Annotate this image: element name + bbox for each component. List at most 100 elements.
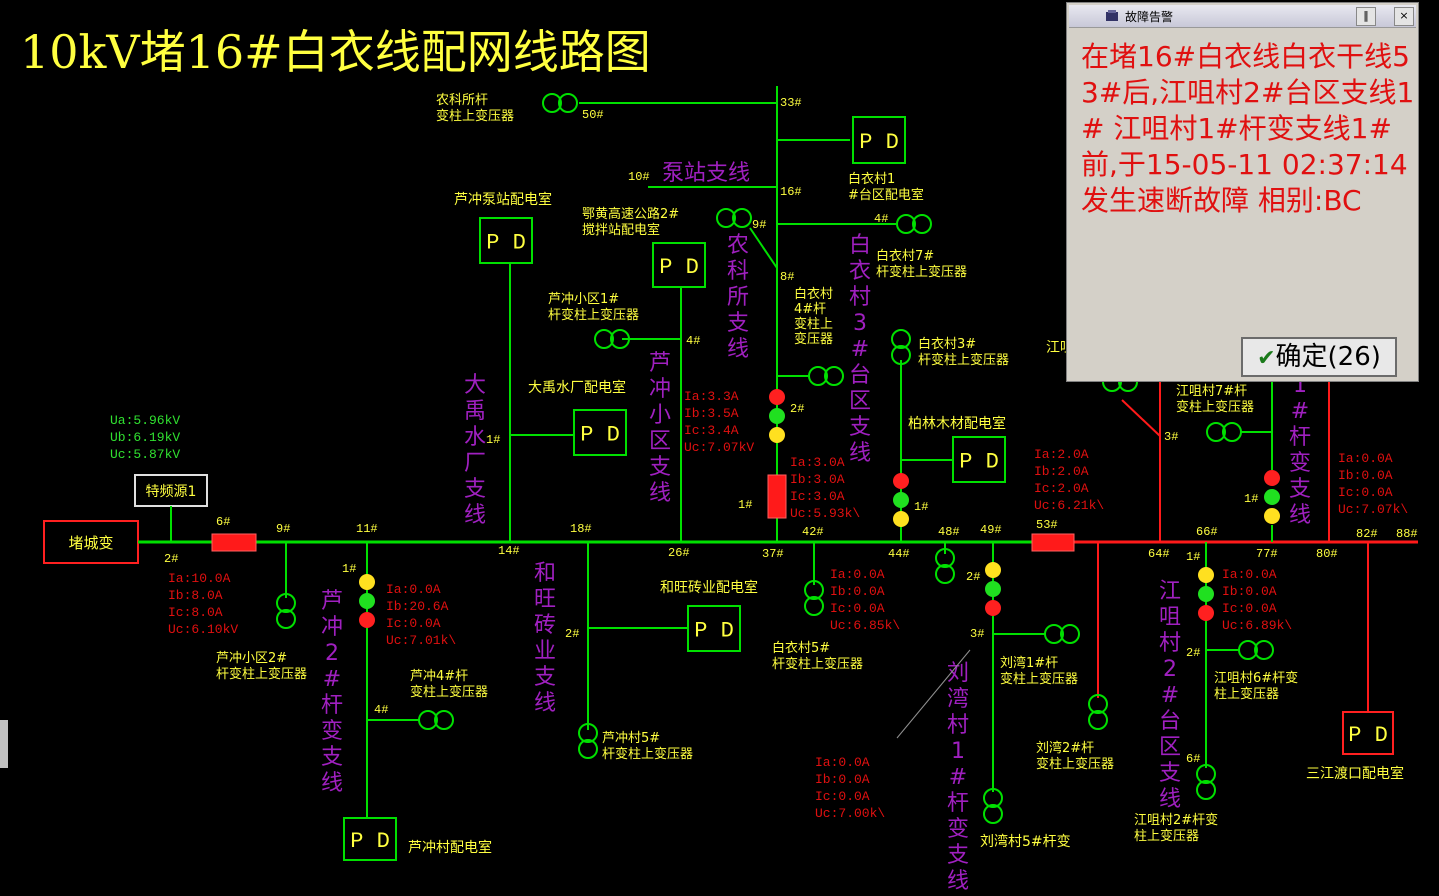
vertical-label-char: 区: [649, 429, 671, 454]
trunk-pole-label: 42#: [802, 525, 824, 539]
transformer-liuwan5: [983, 788, 1003, 808]
pd-daiyu: [573, 409, 627, 456]
text-line: 变压器: [794, 331, 833, 347]
vertical-label-char: 刘: [947, 661, 969, 686]
text-line: 白衣村1: [848, 171, 895, 187]
text-line: 鄂黄高速公路2#: [582, 206, 679, 222]
trunk-pole-label: 11#: [356, 522, 378, 536]
lights-37-2: [769, 427, 785, 443]
text-line: 江咀村6#杆变: [1214, 670, 1298, 686]
lights-37-2: [769, 408, 785, 424]
transformer-liuwan1: [1060, 624, 1080, 644]
pole-label: 4#: [374, 703, 388, 717]
pole-label: 6#: [1186, 752, 1200, 766]
text-line: 杆变柱上变压器: [216, 666, 307, 682]
vertical-label-char: 砖: [534, 613, 556, 638]
breaker-53: [1031, 533, 1075, 552]
transformer-luchong5: [578, 723, 598, 743]
vertical-label-char: 支: [1289, 477, 1311, 502]
close-button[interactable]: ×: [1394, 7, 1414, 26]
text-line: Ic:0.0A: [386, 616, 441, 631]
vertical-label-char: 旺: [534, 587, 556, 612]
vertical-label-char: 2: [325, 641, 339, 666]
text-line: Ic:2.0A: [1034, 481, 1089, 496]
minimize-button[interactable]: ‖: [1356, 7, 1376, 26]
pole-label: 8#: [780, 270, 794, 284]
transformer-liuwan1: [1044, 624, 1064, 644]
label-luchong4: 芦冲4#杆变柱上变压器: [410, 669, 488, 700]
text-line: Uc:6.21k\: [1034, 498, 1104, 513]
vertical-label-char: 村: [1159, 631, 1181, 656]
vertical-label-char: 芦: [649, 351, 671, 376]
trunk-pole-label: 77#: [1256, 547, 1278, 561]
text-line: Ia:0.0A: [1338, 451, 1393, 466]
vertical-label-char: 线: [464, 503, 486, 528]
pole-label: 9#: [752, 218, 766, 232]
trunk-pole-label: 9#: [276, 522, 290, 536]
alarm-icon: [1106, 10, 1118, 21]
station-bailin: 柏林木材配电室: [908, 415, 1006, 432]
dialog-titlebar[interactable]: 故障告警 ‖ ×: [1069, 5, 1416, 28]
trunk-pole-label: 64#: [1148, 547, 1170, 561]
pole-label: 2#: [966, 570, 980, 584]
pole-label: 1#: [1186, 550, 1200, 564]
text-line: 江咀村2#杆变: [1134, 812, 1218, 828]
transformer-luchong5: [578, 739, 598, 759]
pd-label: P D: [959, 450, 999, 475]
text-line: 杆变柱上变压器: [548, 307, 639, 323]
transformer-baiyi7: [912, 214, 932, 234]
fault-alarm-dialog: 故障告警 ‖ × 在堵16#白衣线白衣干线53#后,江咀村2#台区支线1# 江咀…: [1066, 2, 1419, 382]
vertical-label-char: 江: [1159, 579, 1181, 604]
vertical-label-char: 杆: [1289, 425, 1311, 450]
vertical-label-char: 2: [1163, 657, 1177, 682]
vertical-label-char: 村: [849, 285, 871, 310]
window-edge: [0, 720, 8, 768]
lights-jiangju2: [1198, 567, 1214, 583]
text-line: Ic:0.0A: [1338, 485, 1393, 500]
text-line: 杆变柱上变压器: [772, 656, 863, 672]
pole-label: 1#: [486, 433, 500, 447]
transformer-baiyi4: [808, 366, 828, 386]
vertical-label-char: 衣: [849, 259, 871, 284]
transformer-jiangju2: [1196, 764, 1216, 784]
text-line: Ic:0.0A: [830, 601, 885, 616]
trunk-pole-label: 66#: [1196, 525, 1218, 539]
station-hewang: 和旺砖业配电室: [660, 579, 758, 596]
vertical-label-char: 所: [727, 285, 749, 310]
text-line: 杆变柱上变压器: [602, 746, 693, 762]
pd-baiyi1: [852, 116, 906, 164]
pole-label: 3#: [970, 627, 984, 641]
vertical-label-char: 1: [951, 739, 965, 764]
label-baiyi3: 白衣村3#杆变柱上变压器: [918, 336, 1009, 368]
trunk-pole-label: 37#: [762, 547, 784, 561]
pole-label: 1#: [1244, 492, 1258, 506]
label-liuwan1: 刘湾1#杆变柱上变压器: [1000, 655, 1078, 687]
breaker-6: [211, 533, 257, 552]
vertical-label-char: 台: [1159, 709, 1181, 734]
pole-label: 10#: [628, 170, 650, 184]
vertical-label-char: #: [1161, 683, 1179, 708]
vertical-label-char: 支: [321, 745, 343, 770]
transformer-9-near: [716, 208, 736, 228]
vertical-label-char: 3: [853, 311, 867, 336]
vertical-label-char: 杆: [321, 693, 343, 718]
pole-label: 33#: [780, 96, 802, 110]
confirm-button[interactable]: ✔确定(26): [1241, 337, 1397, 377]
branch-name-jiangju1: 1#杆变支线: [1289, 373, 1311, 528]
pole-label: 50#: [582, 108, 604, 122]
pole-label: 2#: [790, 402, 804, 416]
text-line: 变柱上变压器: [436, 108, 514, 124]
text-line: 白衣村7#: [876, 248, 934, 264]
vertical-label-char: 支: [727, 311, 749, 336]
transformer-nongke: [542, 93, 562, 113]
text-line: 4#杆: [794, 302, 826, 317]
text-line: Uc:5.93k\: [790, 506, 860, 521]
branch-name-baiyi3: 白衣村3#台区支线: [849, 233, 871, 466]
pole-label: 1#: [342, 562, 356, 576]
transformer-luchong4: [418, 710, 438, 730]
